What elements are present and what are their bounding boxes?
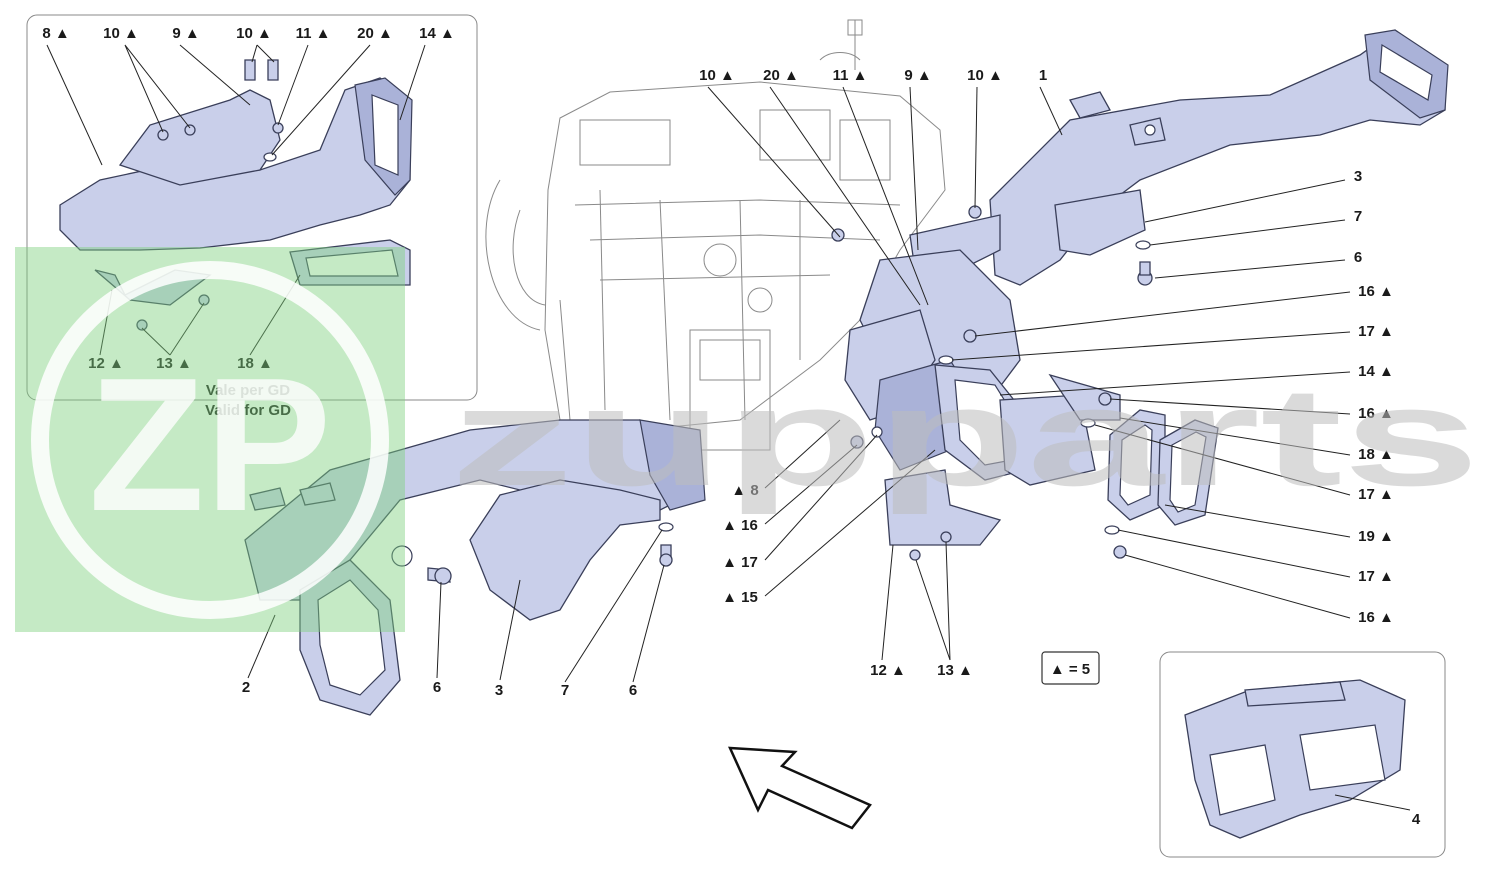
duct-part-2	[244, 419, 706, 716]
label-top-1: 1	[1039, 67, 1047, 84]
label-right-18: 18 ▲	[1358, 446, 1394, 463]
label-top-10a: 10 ▲	[699, 67, 735, 84]
inset-label-20: 20 ▲	[357, 25, 393, 42]
label-bottom-2: 2	[242, 679, 250, 696]
inset-label-13: 13 ▲	[156, 355, 192, 372]
watermark-logo-ring	[31, 261, 389, 619]
label-right-7: 7	[1354, 208, 1362, 225]
inset-label-9: 9 ▲	[172, 25, 199, 42]
inset-label-10b: 10 ▲	[236, 25, 272, 42]
label-right-16b: 16 ▲	[1358, 405, 1394, 422]
label-mid-15: ▲ 15	[722, 589, 758, 606]
inset-top-left	[26, 14, 478, 401]
label-right-16c: 16 ▲	[1358, 609, 1394, 626]
inset-label-10a: 10 ▲	[103, 25, 139, 42]
inset-label-14: 14 ▲	[419, 25, 455, 42]
label-inset-4: 4	[1412, 811, 1421, 828]
label-mid-8: ▲ 8	[731, 482, 758, 499]
label-right-14: 14 ▲	[1358, 363, 1394, 380]
central-ducts	[844, 214, 1121, 546]
direction-arrow	[728, 746, 872, 830]
inset-label-11: 11 ▲	[296, 25, 331, 42]
hvac-unit-sketch	[485, 19, 946, 451]
inset-label-18: 18 ▲	[237, 355, 273, 372]
duct-part-3	[469, 479, 661, 621]
label-bottom-6a: 6	[433, 679, 441, 696]
label-right-17b: 17 ▲	[1358, 486, 1394, 503]
fasteners	[391, 205, 1153, 585]
inset-label-12: 12 ▲	[88, 355, 124, 372]
label-top-11: 11 ▲	[833, 67, 868, 84]
inset-label-8: 8 ▲	[42, 25, 69, 42]
legend-box-text: ▲ = 5	[1050, 661, 1090, 678]
watermark: ZP zupparts	[15, 247, 1480, 632]
duct-part-1	[989, 29, 1449, 286]
label-bottom-6b: 6	[629, 682, 637, 699]
label-top-9: 9 ▲	[904, 67, 931, 84]
watermark-text: zupparts	[450, 358, 1480, 515]
legend-box-frame	[1041, 651, 1100, 685]
label-mid-16: ▲ 16	[722, 517, 758, 534]
label-right-6: 6	[1354, 249, 1362, 266]
label-right-16a: 16 ▲	[1358, 283, 1394, 300]
label-right-17a: 17 ▲	[1358, 323, 1394, 340]
inset-leader-lines	[46, 44, 426, 356]
label-bottom-13: 13 ▲	[937, 662, 973, 679]
watermark-logo-tile	[15, 247, 405, 632]
right-vents	[1107, 409, 1219, 526]
watermark-logo-text: ZP	[89, 339, 332, 551]
label-top-10b: 10 ▲	[967, 67, 1003, 84]
label-top-20: 20 ▲	[763, 67, 799, 84]
inset-note-line1: Vale per GD	[206, 382, 290, 399]
label-right-17c: 17 ▲	[1358, 568, 1394, 585]
label-right-3: 3	[1354, 168, 1362, 185]
inset-bottom-right	[1159, 651, 1446, 858]
label-mid-17: ▲ 17	[722, 554, 758, 571]
inset-note-line2: Valid for GD	[205, 402, 291, 419]
main-leader-lines	[247, 86, 1411, 811]
label-right-19: 19 ▲	[1358, 528, 1394, 545]
label-bottom-7: 7	[561, 682, 569, 699]
label-bottom-3: 3	[495, 682, 503, 699]
label-bottom-12: 12 ▲	[870, 662, 906, 679]
